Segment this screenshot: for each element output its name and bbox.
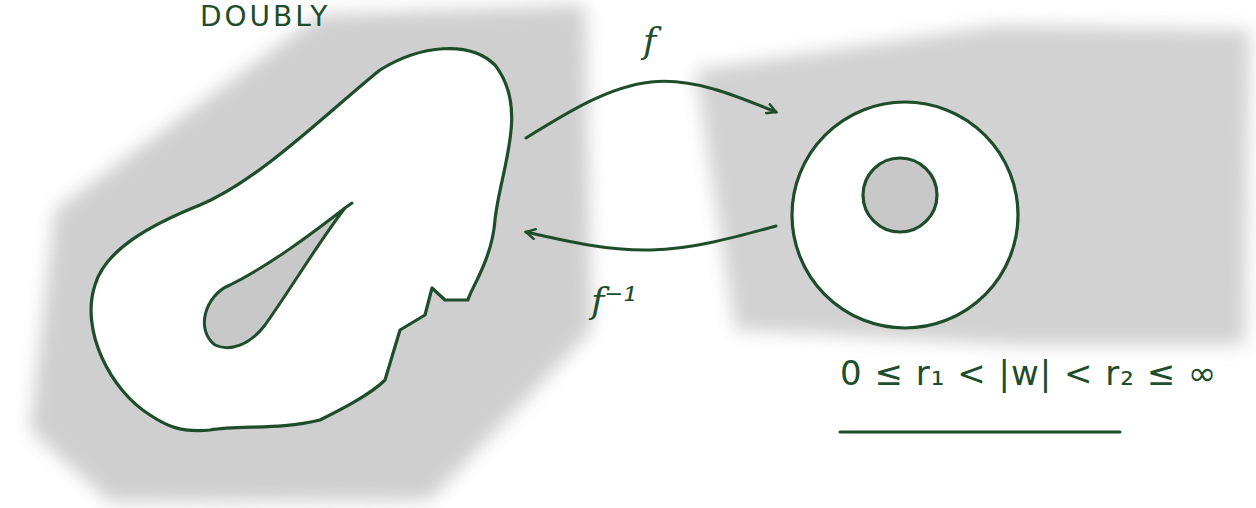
- outer-circle: [792, 102, 1018, 328]
- mapping-arrow: [526, 226, 776, 250]
- inner-circle: [863, 158, 937, 232]
- annulus-condition: 0 ≤ r₁ < |w| < r₂ ≤ ∞: [840, 353, 1217, 393]
- map-label: f⁻¹: [591, 280, 638, 321]
- map-label: f: [643, 20, 656, 61]
- domain-hole: [204, 208, 345, 348]
- hole-tail: [345, 203, 352, 208]
- domain-boundary: [91, 49, 512, 431]
- mapping-arrow: [526, 81, 776, 138]
- underline: [840, 431, 1120, 434]
- annulus: 0 ≤ r₁ < |w| < r₂ ≤ ∞: [780, 85, 1245, 440]
- doubly-connected-domain: DOUBLY: [80, 0, 520, 445]
- shaded-plane-right: [695, 25, 1250, 345]
- shaded-plane-left: [30, 5, 592, 502]
- heading-text: DOUBLY: [200, 0, 330, 33]
- doubly-connected-domain-outline: [80, 0, 520, 445]
